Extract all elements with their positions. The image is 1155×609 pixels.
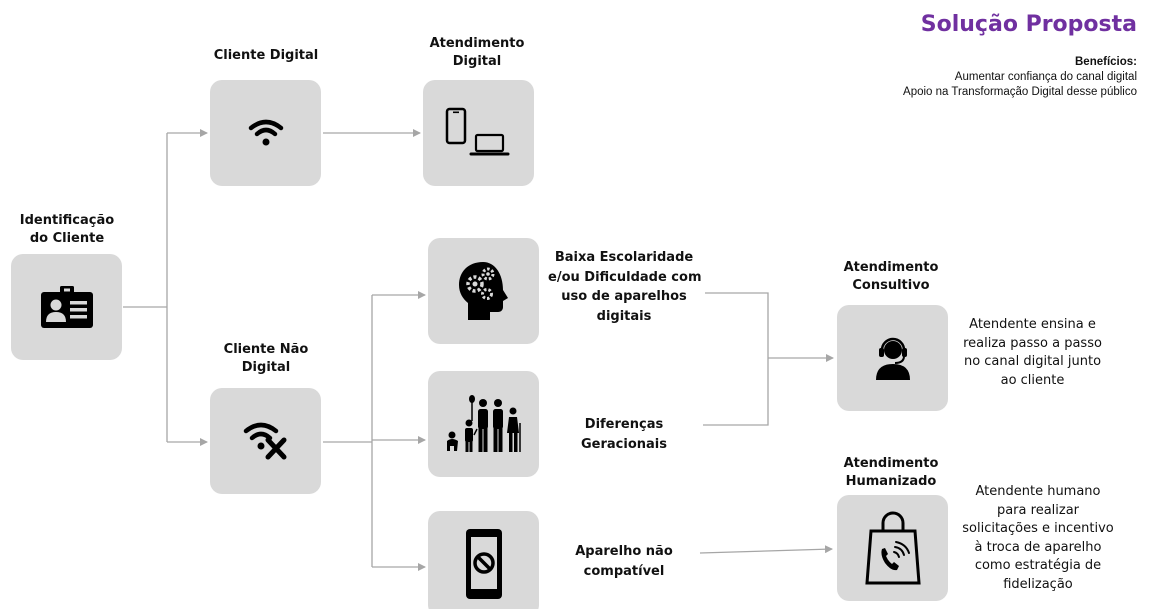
baixa-escolaridade-label-line: uso de aparelhos bbox=[561, 289, 687, 304]
cliente-digital-node bbox=[210, 80, 321, 186]
wifi-icon bbox=[248, 119, 283, 146]
id-cliente-label-line: Identificação bbox=[19, 213, 115, 228]
baixa-escolaridade-label-line: Baixa Escolaridade bbox=[554, 250, 694, 265]
aparelho-label-line: compatível bbox=[583, 563, 665, 579]
description-line: Atendente ensina e bbox=[969, 317, 1096, 332]
blocked-phone-icon bbox=[465, 529, 502, 599]
arrow-to-humanizado bbox=[699, 545, 833, 554]
diferencas-label: Diferenças Geracionais bbox=[548, 415, 700, 454]
no-wifi-icon bbox=[243, 422, 286, 460]
description-line: para realizar bbox=[996, 502, 1080, 518]
benefits-block: Benefícios: Aumentar confiança do canal … bbox=[903, 55, 1137, 100]
diferencas-label-line: Diferenças bbox=[584, 417, 664, 432]
atendimento-consultivo-label-line: Atendimento bbox=[843, 260, 939, 275]
cliente-nao-digital-label-line: Cliente Não bbox=[223, 342, 309, 357]
description-line: à troca de aparelho bbox=[974, 539, 1102, 555]
description-line: solicitações e incentivo bbox=[962, 521, 1114, 536]
diferencas-label-line: Geracionais bbox=[581, 436, 667, 452]
cliente-nao-digital-label-line: Digital bbox=[241, 360, 291, 375]
head-gears-icon bbox=[458, 262, 508, 320]
atendimento-digital-label-line: Atendimento bbox=[429, 36, 525, 51]
atendimento-digital-node bbox=[423, 80, 534, 186]
id-cliente-label-line: do Cliente bbox=[29, 231, 105, 246]
aparelho-node bbox=[428, 511, 539, 609]
atendimento-consultivo-label-line: Consultivo bbox=[852, 278, 930, 293]
consultivo-description: Atendente ensina e realiza passo a passo… bbox=[955, 316, 1110, 390]
family-generations-icon bbox=[446, 395, 521, 452]
aparelho-label-line: Aparelho não bbox=[575, 544, 673, 559]
connector-nao-digital-trunk bbox=[323, 295, 373, 567]
baixa-escolaridade-label-line: e/ou Dificuldade com bbox=[548, 269, 702, 285]
cliente-nao-digital-label: Cliente Não Digital bbox=[200, 341, 332, 377]
shopping-bag-phone-icon bbox=[864, 511, 921, 585]
cliente-digital-label: Cliente Digital bbox=[200, 47, 332, 65]
atendimento-humanizado-node bbox=[837, 495, 948, 601]
atendimento-digital-label-line: Digital bbox=[452, 54, 502, 69]
description-line: fidelização bbox=[1003, 576, 1073, 592]
baixa-escolaridade-label-line: digitais bbox=[596, 308, 652, 324]
baixa-escolaridade-node bbox=[428, 238, 539, 344]
atendimento-consultivo-node bbox=[837, 305, 948, 411]
description-line: como estratégia de bbox=[974, 558, 1102, 573]
baixa-escolaridade-label: Baixa Escolaridade e/ou Dificuldade com … bbox=[548, 248, 702, 326]
atendimento-consultivo-label: Atendimento Consultivo bbox=[826, 259, 956, 295]
atendimento-humanizado-label: Atendimento Humanizado bbox=[826, 455, 956, 491]
aparelho-label: Aparelho não compatível bbox=[548, 542, 700, 581]
benefit-item: Aumentar confiança do canal digital bbox=[954, 71, 1137, 83]
id-card-icon bbox=[40, 286, 93, 328]
headset-agent-icon bbox=[875, 337, 910, 380]
cliente-nao-digital-node bbox=[210, 388, 321, 494]
humanizado-description: Atendente humano para realizar solicitaç… bbox=[958, 483, 1118, 594]
description-line: ao cliente bbox=[1000, 372, 1065, 388]
description-line: no canal digital junto bbox=[963, 354, 1102, 369]
description-line: realiza passo a passo bbox=[963, 335, 1102, 351]
benefits-heading: Benefícios: bbox=[1075, 56, 1137, 68]
atendimento-humanizado-label-line: Humanizado bbox=[845, 474, 937, 489]
benefit-item: Apoio na Transformação Digital desse púb… bbox=[903, 86, 1137, 98]
connector-to-consultivo bbox=[703, 292, 833, 426]
page-title: Solução Proposta bbox=[920, 12, 1137, 37]
id-cliente-label: Identificação do Cliente bbox=[6, 212, 128, 248]
atendimento-humanizado-label-line: Atendimento bbox=[843, 456, 939, 471]
phone-laptop-icon bbox=[445, 107, 509, 156]
diferencas-node bbox=[428, 371, 539, 477]
description-line: Atendente humano bbox=[975, 484, 1101, 499]
atendimento-digital-label: Atendimento Digital bbox=[412, 35, 542, 71]
cliente-digital-label-line: Cliente Digital bbox=[213, 48, 319, 63]
connector-id-trunk bbox=[123, 133, 168, 442]
id-cliente-node bbox=[11, 254, 122, 360]
